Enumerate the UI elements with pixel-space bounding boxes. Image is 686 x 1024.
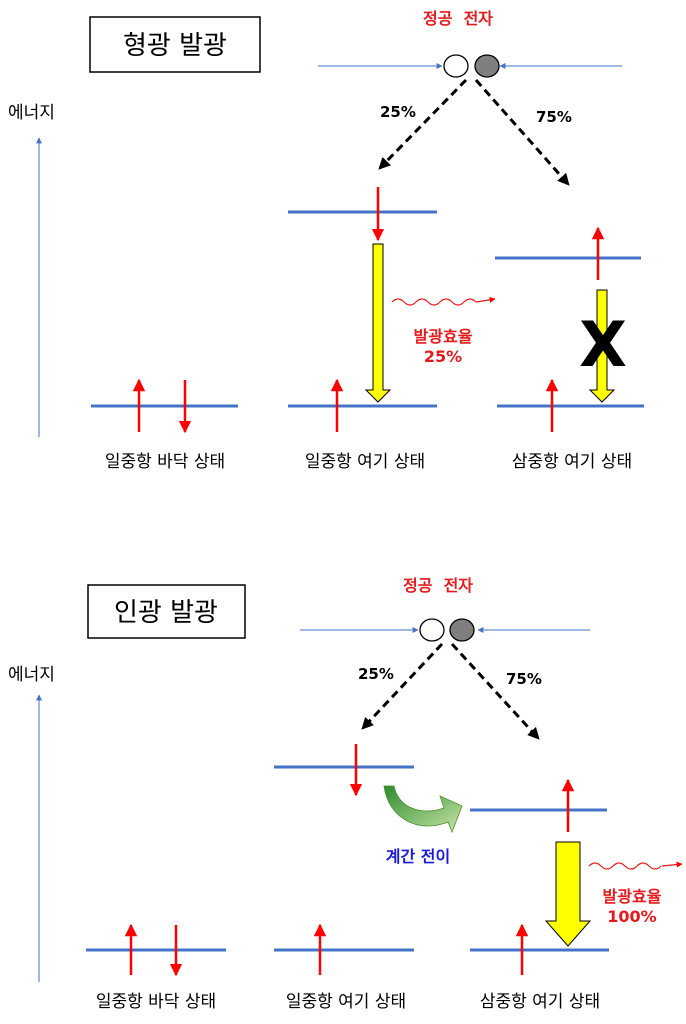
state-label: 삼중항 여기 상태 <box>512 452 632 472</box>
energy-axis-label: 에너지 <box>8 103 55 123</box>
light-wave <box>391 298 477 306</box>
state-label: 일중항 여기 상태 <box>286 992 406 1012</box>
forbidden-mark: X <box>579 308 627 381</box>
split-arrow-right <box>450 642 540 740</box>
title-box <box>87 584 246 639</box>
electron-circle <box>449 618 475 642</box>
split-label-left: 25% <box>358 665 394 683</box>
energy-axis-label: 에너지 <box>8 665 55 685</box>
emission-arrow <box>364 243 392 403</box>
hole-circle <box>419 618 445 642</box>
title-box <box>89 16 261 73</box>
efficiency-label: 발광효율 <box>414 327 473 346</box>
light-wave-arrowhead <box>475 296 496 303</box>
state-label: 일중항 바닥 상태 <box>105 452 225 472</box>
light-wave-arrowhead <box>661 861 683 868</box>
forbidden-emission-arrow <box>588 289 616 403</box>
split-label-right: 75% <box>536 108 572 126</box>
split-arrow-left <box>378 78 468 170</box>
split-label-right: 75% <box>506 670 542 688</box>
panel-phosphorescence: 인광 발광 에너지 정공 전자 25% 75% 계간 전이 <box>8 576 683 1012</box>
carriers-label: 정공 전자 <box>423 9 493 28</box>
panel-fluorescence: 형광 발광 에너지 정공 전자 25% 75% 발광효율 25% <box>8 9 644 472</box>
split-arrow-left <box>361 642 444 730</box>
state-label: 삼중항 여기 상태 <box>480 992 600 1012</box>
efficiency-label: 발광효율 <box>603 887 662 906</box>
efficiency-value: 25% <box>424 347 462 366</box>
state-label: 일중항 바닥 상태 <box>96 992 216 1012</box>
light-wave <box>588 862 662 870</box>
carriers-label: 정공 전자 <box>403 576 473 595</box>
electron-circle <box>474 54 500 78</box>
transfer-label: 계간 전이 <box>386 847 450 866</box>
panel-title: 형광 발광 <box>123 31 227 61</box>
state-label: 일중항 여기 상태 <box>305 452 425 472</box>
intersystem-crossing-arrow <box>383 785 463 834</box>
split-arrow-right <box>474 79 570 186</box>
hole-circle <box>443 54 469 78</box>
efficiency-value: 100% <box>607 907 656 926</box>
split-label-left: 25% <box>380 103 416 121</box>
panel-title: 인광 발광 <box>114 598 218 628</box>
emission-arrow <box>544 841 592 947</box>
